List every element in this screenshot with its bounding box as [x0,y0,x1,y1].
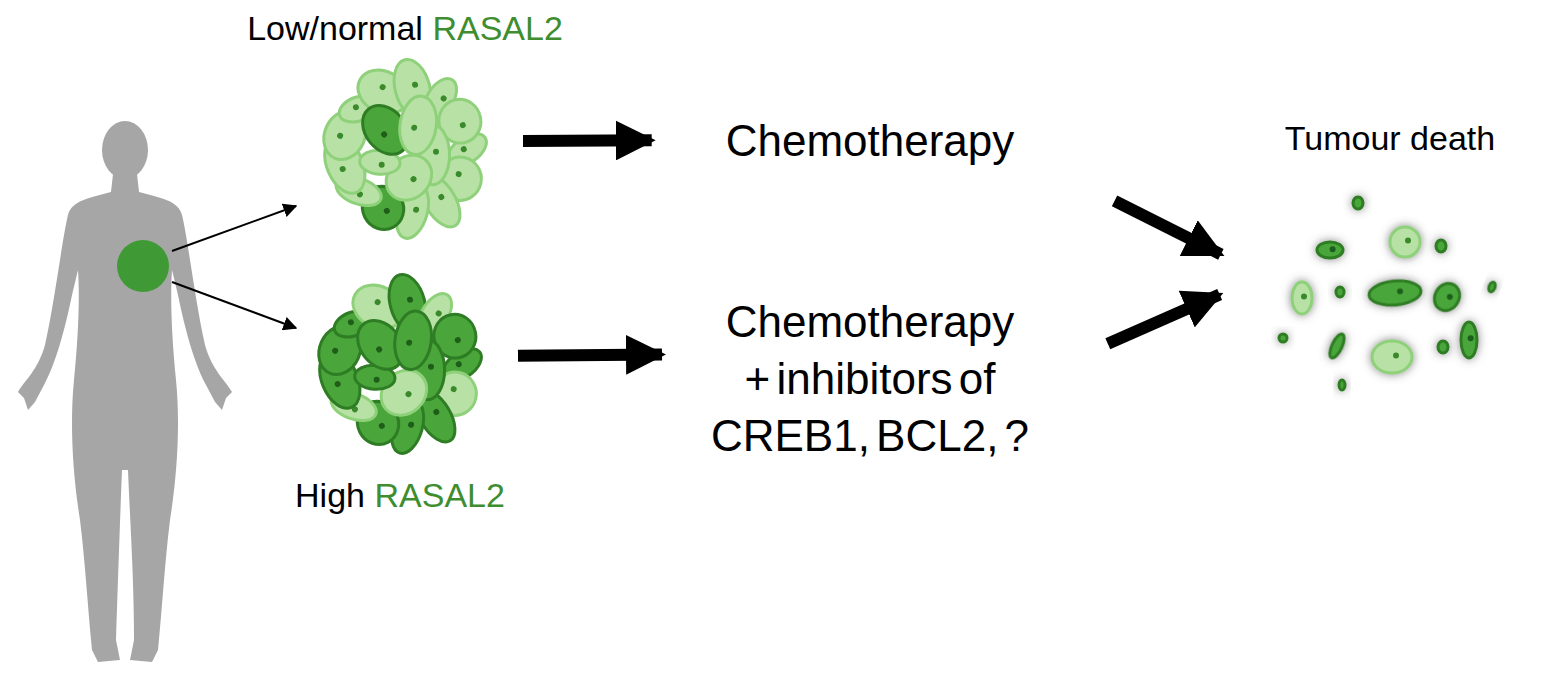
light-cell [1390,227,1420,257]
dark-cell [1430,279,1465,315]
dark-cell [1368,279,1422,307]
sample-arrow [172,206,296,251]
dark-cell [1327,332,1347,360]
dark-cell [1353,197,1363,209]
sample-arrow [172,282,296,328]
treatment-label: Chemotherapy + inhibitors of CREB1, BCL2… [710,293,1030,464]
group-label: High RASAL2 [295,475,505,515]
dark-cell [1339,380,1345,390]
gene-name: RASAL2 [375,476,505,514]
dark-cell [1336,287,1344,297]
flow-arrow [518,354,662,355]
dark-cell [1461,322,1477,358]
treatment-text: Chemotherapy [724,112,1017,169]
group-label-text: Low/normal [247,9,423,47]
flow-arrow [1115,201,1221,254]
tumour-site [117,240,169,292]
tumour-group: Tumour death [1270,180,1510,400]
light-cell [1292,282,1312,314]
dark-cell [1487,281,1496,292]
tumour-group: HighRASAL2 [310,275,490,455]
dark-cell [1438,341,1448,353]
dark-cell [1279,334,1287,342]
tumour-group: Low/normalRASAL2 [315,60,495,240]
dark-cell [1317,242,1343,258]
treatment-text: Chemotherapy + inhibitors of CREB1, BCL2… [710,293,1030,464]
group-label: Tumour death [1285,118,1495,158]
treatment-label: Chemotherapy [724,112,1017,169]
group-label-text: High [295,476,365,514]
person-head [102,121,148,179]
tumour-cluster [316,55,492,242]
dark-cell [1436,240,1446,252]
gene-name: RASAL2 [432,9,562,47]
flow-arrow [1108,295,1220,344]
flow-arrow [523,134,652,147]
dying-cells [1279,197,1497,390]
group-label: Low/normalRASAL2 [247,8,563,48]
group-label-text: Tumour death [1285,119,1495,157]
tumour-cluster [311,270,487,457]
dark-cell [391,309,435,372]
light-cell [1372,341,1412,373]
person-silhouette [18,174,232,662]
light-cell [396,94,440,157]
